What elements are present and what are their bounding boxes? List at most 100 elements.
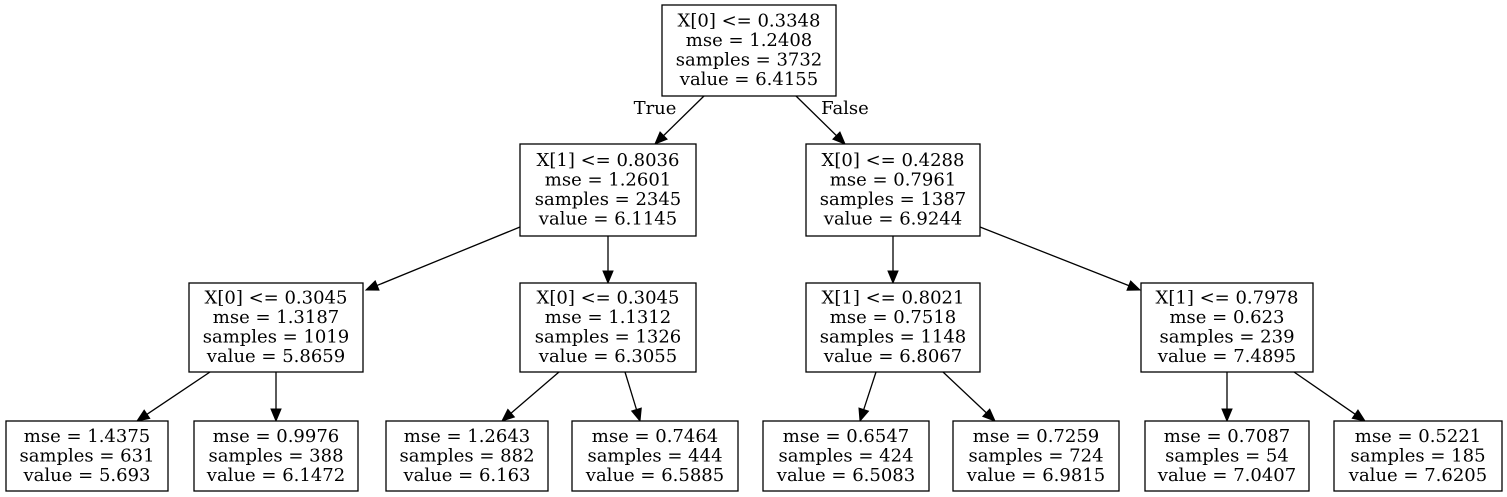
node-text-line: mse = 0.5221 — [1355, 426, 1481, 447]
node-text-line: X[0] <= 0.3348 — [678, 11, 821, 32]
arrowhead — [602, 270, 614, 285]
node-text-line: samples = 631 — [19, 445, 154, 466]
node-text-line: value = 6.9815 — [966, 465, 1105, 486]
edge-line — [979, 226, 1130, 287]
arrowhead — [501, 408, 516, 422]
arrowhead — [270, 408, 282, 423]
tree-edge — [942, 371, 996, 422]
node-text-line: value = 6.5885 — [585, 465, 724, 486]
tree-edge — [364, 226, 521, 291]
edges-layer: True False — [135, 95, 1367, 423]
tree-edge — [501, 371, 560, 422]
node-box — [805, 282, 981, 373]
node-text-line: value = 6.163 — [403, 465, 531, 486]
node-text-line: value = 6.5083 — [776, 465, 915, 486]
node-text-line: value = 6.8067 — [823, 346, 962, 367]
node-text-line: X[0] <= 0.3045 — [205, 288, 348, 309]
node-text-line: samples = 54 — [1165, 445, 1289, 466]
node-text-line: mse = 1.3187 — [213, 307, 339, 328]
tree-edge — [1293, 371, 1367, 422]
node-text-line: X[0] <= 0.3045 — [537, 288, 680, 309]
node-text-line: mse = 0.7961 — [830, 170, 956, 191]
edge-line — [376, 226, 521, 287]
node-text-line: samples = 882 — [399, 445, 534, 466]
node-box — [188, 282, 364, 373]
edge-line — [942, 371, 987, 414]
node-box — [952, 420, 1120, 492]
node-text-line: samples = 3732 — [676, 50, 823, 71]
edge-line — [795, 95, 837, 137]
node-box — [762, 420, 930, 492]
node-text-line: X[1] <= 0.8036 — [537, 150, 680, 171]
node-text-line: mse = 0.9976 — [213, 426, 339, 447]
node-box — [805, 143, 981, 237]
tree-edge — [887, 236, 899, 285]
tree-edge: True — [634, 95, 705, 145]
arrowhead — [832, 131, 846, 145]
tree-edge — [858, 371, 877, 423]
edge-line — [624, 371, 638, 410]
node-text-line: X[1] <= 0.7978 — [1156, 288, 1299, 309]
node-text-line: mse = 0.7464 — [592, 426, 718, 447]
node-text-line: samples = 424 — [778, 445, 913, 466]
arrowhead — [135, 409, 151, 422]
node-text-line: value = 7.6205 — [1348, 465, 1487, 486]
tree-edge — [270, 372, 282, 423]
node-text-line: value = 6.1472 — [206, 465, 345, 486]
node-text-line: value = 5.8659 — [206, 346, 345, 367]
node-text-line: samples = 444 — [587, 445, 722, 466]
node-box — [1144, 420, 1310, 492]
node-text-line: mse = 1.2408 — [686, 30, 812, 51]
node-text-line: mse = 0.6547 — [783, 426, 909, 447]
node-text-line: samples = 724 — [968, 445, 1103, 466]
arrowhead — [887, 270, 899, 285]
tree-edge — [602, 236, 614, 285]
node-text-line: value = 5.693 — [23, 465, 151, 486]
arrowhead — [858, 407, 870, 423]
node-box — [1333, 420, 1503, 492]
arrowhead — [364, 279, 380, 291]
arrowhead — [1126, 280, 1142, 291]
node-text-line: samples = 388 — [208, 445, 343, 466]
node-text-line: mse = 0.7087 — [1164, 426, 1290, 447]
edge-line — [146, 371, 211, 415]
node-text-line: X[1] <= 0.8021 — [822, 288, 965, 309]
arrowhead — [1351, 409, 1367, 422]
node-box — [193, 420, 359, 492]
node-text-line: value = 6.3055 — [538, 346, 677, 367]
edge-line — [510, 371, 560, 414]
node-box — [661, 4, 837, 97]
node-text-line: value = 7.0407 — [1157, 465, 1296, 486]
edge-label: False — [821, 98, 869, 119]
node-text-line: mse = 1.2643 — [404, 426, 530, 447]
node-text-line: samples = 1019 — [203, 327, 350, 348]
node-text-line: value = 6.4155 — [679, 69, 818, 90]
node-text-line: value = 7.4895 — [1157, 346, 1296, 367]
node-text-line: mse = 1.2601 — [545, 170, 671, 191]
tree-edge — [624, 371, 642, 423]
tree-edge — [979, 226, 1142, 291]
node-text-line: samples = 1326 — [535, 327, 682, 348]
node-box — [1140, 282, 1314, 373]
node-text-line: samples = 239 — [1159, 327, 1294, 348]
edge-line — [1293, 371, 1356, 415]
node-text-line: mse = 0.623 — [1169, 307, 1284, 328]
node-box — [5, 420, 169, 492]
arrowhead — [981, 408, 996, 422]
node-text-line: value = 6.9244 — [823, 209, 962, 230]
node-text-line: samples = 2345 — [535, 189, 682, 210]
edge-line — [663, 95, 705, 137]
